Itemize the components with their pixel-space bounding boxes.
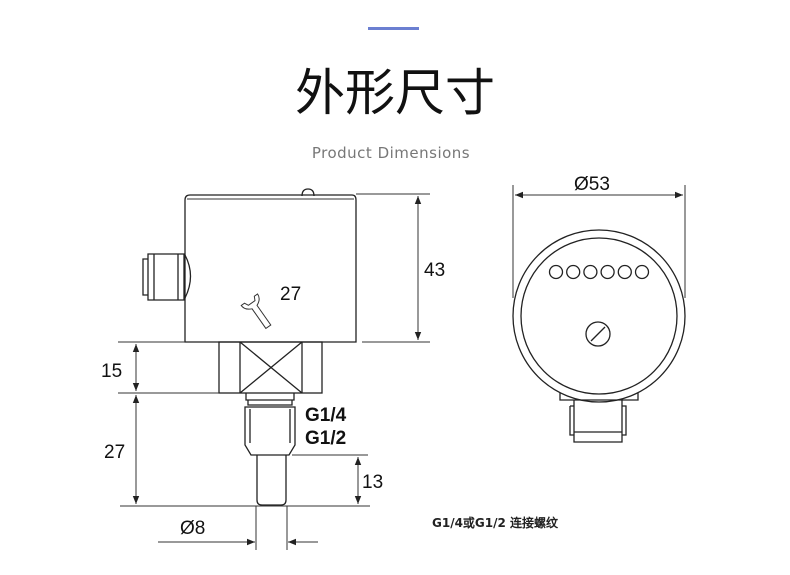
wrench-icon [240,293,272,330]
led-indicator [634,264,650,280]
probe [256,455,287,506]
led-indicator [583,264,598,280]
hex-nut [218,341,323,394]
dim-diameter-53: Ø53 [574,174,610,195]
led-indicator [548,264,564,280]
outer-ring [512,229,686,403]
thread-label-g14: G1/4 [305,405,347,426]
page-title: 外形尺寸 [295,64,495,122]
side-view: 27 G1/4 G1/2 43 15 27 13 Ø8 [101,188,445,550]
led-indicator [600,264,615,280]
dim-height-43: 43 [424,260,445,281]
adjust-screw-icon [585,321,611,347]
dim-hex-15: 15 [101,361,122,382]
side-connector [142,253,192,301]
led-indicator [566,264,581,280]
accent-bar [368,27,419,30]
dim-probe-diameter: Ø8 [180,518,205,539]
dim-probe-13: 13 [362,472,383,493]
thread-note: G1/4或G1/2 连接螺纹 [432,515,559,530]
housing-body [184,194,357,343]
thread-section [244,393,296,456]
led-indicator [617,264,632,280]
top-knob [301,188,315,197]
page-subtitle: Product Dimensions [312,144,470,162]
dim-thread-27: 27 [104,442,125,463]
led-row [548,264,650,280]
thread-label-g12: G1/2 [305,428,346,449]
inner-face [520,237,678,395]
front-connector [559,393,639,443]
front-view: Ø53 [512,174,686,443]
wrench-size-label: 27 [280,284,301,305]
